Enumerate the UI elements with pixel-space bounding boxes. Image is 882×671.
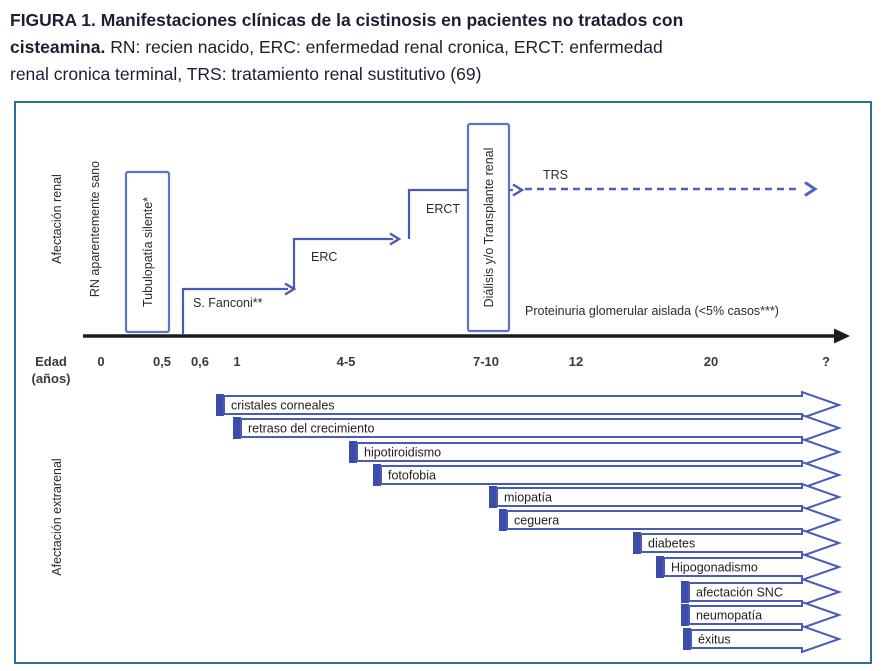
caption-regular-text: RN: recien nacido, ERC: enfermedad renal… xyxy=(105,37,663,57)
age-tick: ? xyxy=(822,354,830,369)
caption-line: renal cronica terminal, TRS: tratamiento… xyxy=(10,61,876,88)
caption-regular-text: renal cronica terminal, TRS: tratamiento… xyxy=(10,64,482,84)
caption-line: cisteamina. RN: recien nacido, ERC: enfe… xyxy=(10,34,876,61)
bar-start-block xyxy=(349,441,357,463)
bar-label: cristales corneales xyxy=(231,399,335,413)
erc-label: ERC xyxy=(311,250,337,264)
renal-section-label: Afectación renal xyxy=(50,174,64,264)
tubulopatia-box xyxy=(124,170,171,334)
age-tick: 7-10 xyxy=(473,354,499,369)
bar-start-block xyxy=(681,581,689,603)
bar-start-block xyxy=(656,556,664,578)
erc-arrowhead-icon xyxy=(389,232,402,246)
rn-healthy-label: RN aparentemente sano xyxy=(88,161,102,297)
caption-bold-text: FIGURA 1. Manifestaciones clínicas de la… xyxy=(10,10,684,30)
bar-arrow-shape xyxy=(640,528,843,558)
age-axis-title-unit: (años) xyxy=(32,371,71,386)
dialisis-box xyxy=(466,122,511,333)
bar-arrow-shape xyxy=(506,505,843,535)
bar-arrow-shape xyxy=(240,413,843,443)
bar-label: hipotiroidismo xyxy=(364,446,441,460)
bar-start-block xyxy=(633,532,641,554)
bar-label: diabetes xyxy=(648,537,695,551)
extrarenal-bar-hipotiroidismo: hipotiroidismo xyxy=(349,437,843,467)
bar-start-block xyxy=(216,394,224,416)
bar-arrow-shape xyxy=(356,437,843,467)
bar-arrow-shape xyxy=(380,460,843,490)
bar-arrow-shape xyxy=(688,600,843,630)
extrarenal-bar-neumopatia: neumopatía xyxy=(681,600,843,630)
fanconi-step-line xyxy=(181,287,288,334)
bar-start-block xyxy=(233,417,241,439)
bar-label: retraso del crecimiento xyxy=(248,422,374,436)
age-tick: 20 xyxy=(704,354,718,369)
trs-arrowhead-icon xyxy=(804,181,818,197)
bar-arrow-shape xyxy=(496,482,843,512)
figure-caption: FIGURA 1. Manifestaciones clínicas de la… xyxy=(10,7,876,88)
bar-start-block xyxy=(499,509,507,531)
extrarenal-bar-miopatia: miopatía xyxy=(489,482,843,512)
age-axis-arrowhead-icon xyxy=(834,328,850,344)
bar-label: afectación SNC xyxy=(696,586,783,600)
bar-label: miopatía xyxy=(504,491,552,505)
bar-label: fotofobia xyxy=(388,469,436,483)
extrarenal-bar-retraso-crecimiento: retraso del crecimiento xyxy=(233,413,843,443)
age-axis-title: Edad xyxy=(35,354,67,369)
age-tick: 1 xyxy=(233,354,240,369)
bar-start-block xyxy=(489,486,497,508)
extrarenal-bar-fotofobia: fotofobia xyxy=(373,460,843,490)
cystinosis-timeline-diagram: Afectación renal RN aparentemente sano T… xyxy=(32,122,850,654)
extrarenal-bar-ceguera: ceguera xyxy=(499,505,843,535)
age-tick: 0 xyxy=(97,354,104,369)
bar-arrow-shape xyxy=(223,390,843,420)
extrarenal-bar-cristales-corneales: cristales corneales xyxy=(216,390,843,420)
bar-start-block xyxy=(683,628,691,650)
caption-bold-text: cisteamina. xyxy=(10,37,106,57)
extrarenal-section-label: Afectación extrarenal xyxy=(50,458,64,575)
erct-label: ERCT xyxy=(426,202,460,216)
extrarenal-bar-exitus: éxitus xyxy=(683,624,843,654)
proteinuria-label: Proteinuria glomerular aislada (<5% caso… xyxy=(525,304,779,318)
tubulopatia-box-label: Tubulopatía silente* xyxy=(141,197,155,307)
bar-arrow-shape xyxy=(688,577,843,607)
caption-line: FIGURA 1. Manifestaciones clínicas de la… xyxy=(10,7,876,34)
extrarenal-bar-diabetes: diabetes xyxy=(633,528,843,558)
fanconi-label: S. Fanconi** xyxy=(193,296,263,310)
trs-label: TRS xyxy=(543,168,568,182)
age-tick: 0,5 xyxy=(153,354,171,369)
extrarenal-bar-hipogonadismo: Hipogonadismo xyxy=(656,552,843,582)
extrarenal-bar-afectacion-snc: afectación SNC xyxy=(681,577,843,607)
age-tick: 12 xyxy=(569,354,583,369)
bar-label: éxitus xyxy=(698,633,731,647)
dialisis-box-label: Diálisis y/o Transplante renal xyxy=(482,148,496,308)
bar-arrow-shape xyxy=(663,552,843,582)
bar-arrow-shape xyxy=(690,624,843,654)
bar-label: neumopatía xyxy=(696,609,762,623)
bar-label: Hipogonadismo xyxy=(671,561,758,575)
bar-start-block xyxy=(681,604,689,626)
bar-start-block xyxy=(373,464,381,486)
age-tick: 0,6 xyxy=(191,354,209,369)
age-tick: 4-5 xyxy=(337,354,356,369)
bar-label: ceguera xyxy=(514,514,559,528)
erct-arrowhead-icon xyxy=(512,183,525,197)
fanconi-arrowhead-icon xyxy=(284,282,297,296)
erc-step-line xyxy=(292,237,393,289)
figure-panel: Afectación renal RN aparentemente sano T… xyxy=(14,101,872,664)
